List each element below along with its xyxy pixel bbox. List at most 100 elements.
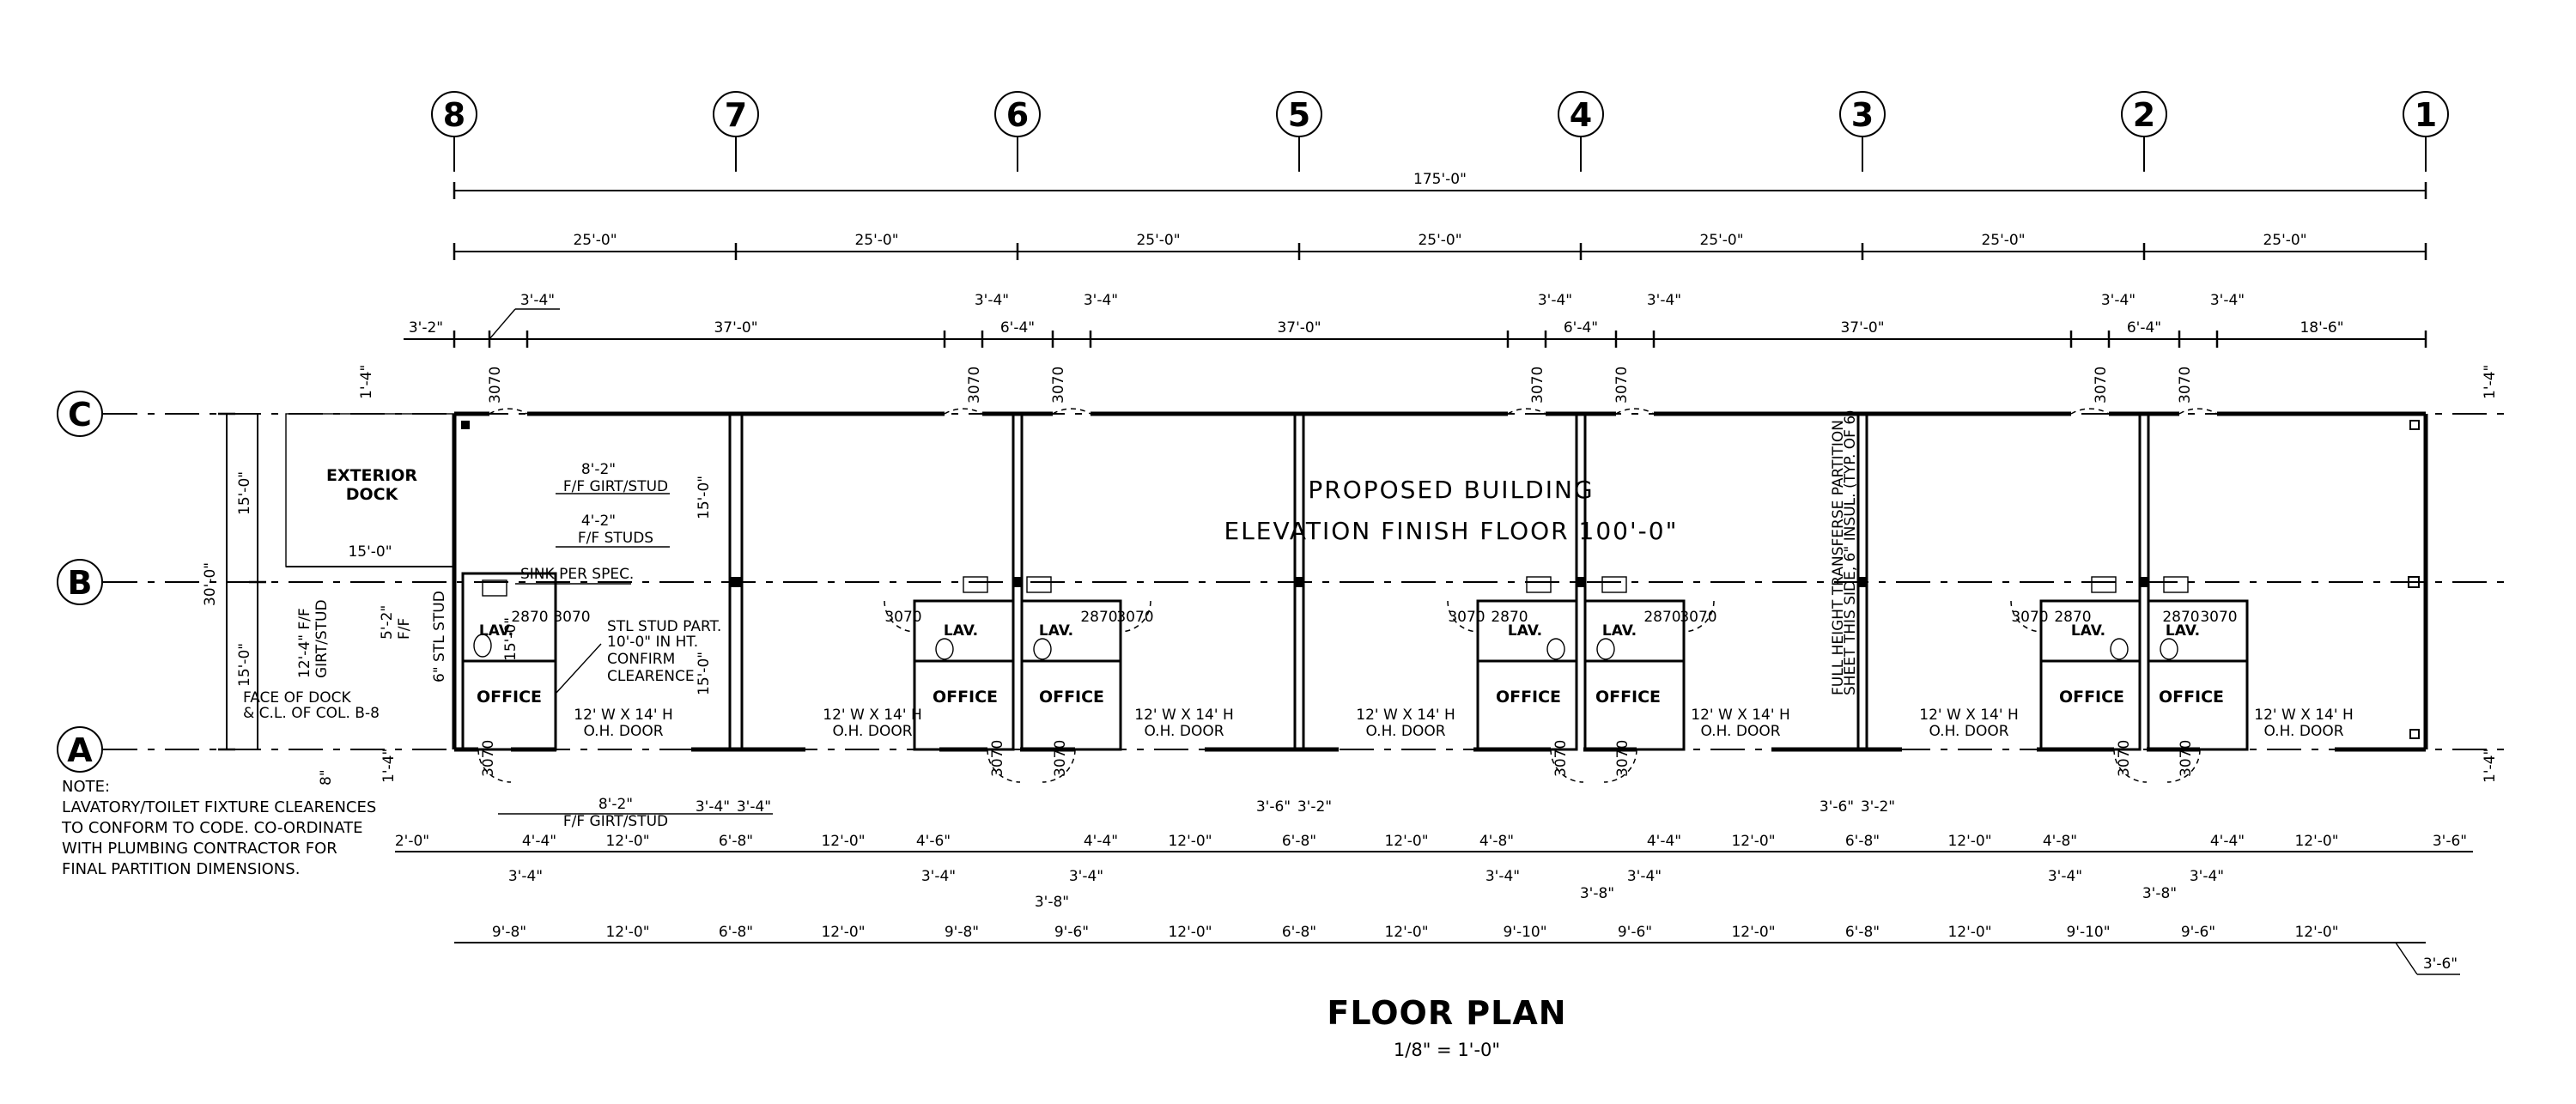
grid-label-A: A	[67, 731, 93, 769]
grid-label-2: 2	[2133, 96, 2155, 134]
dim-12-0-b2: 12'-0"	[821, 924, 865, 941]
partition-note: FULL HEIGHT TRANSFERSE PARTITION SHEET T…	[1830, 409, 1859, 695]
dim-12-0-7: 12'-0"	[2294, 833, 2338, 850]
dim-12-0-b3: 12'-0"	[1168, 924, 1212, 941]
dim-30-0: 30'-0"	[202, 562, 219, 606]
grid-label-5: 5	[1288, 96, 1310, 134]
bottom-dimension-row-3: 9'-8" 12'-0" 6'-8" 12'-0" 9'-8" 9'-6" 12…	[454, 924, 2460, 975]
dim-12-0-b4: 12'-0"	[1384, 924, 1428, 941]
grid-bubble-5: 5	[1276, 91, 1322, 172]
dim-8-in: 8"	[318, 769, 335, 786]
lav-label-2a: LAV.	[2071, 622, 2105, 640]
door-label-3070-n3: 3070	[1050, 367, 1067, 403]
dim-12-0-5: 12'-0"	[1731, 833, 1775, 850]
dim-4-4-1: 4'-4"	[522, 833, 556, 850]
door-3070-4b: 3070	[1680, 609, 1716, 626]
ohd-4-type: O.H. DOOR	[1365, 723, 1445, 740]
dim-3-4-b2: 3'-4"	[737, 798, 771, 816]
top-dimensions: 175'-0" 25'-0" 25'-0" 25'-0" 25'-0" 25'-…	[404, 171, 2427, 348]
door-3070-2s2: 3070	[2178, 740, 2195, 777]
grid-bubble-2: 2	[2121, 91, 2167, 172]
face-of-dock-1: FACE OF DOCK	[243, 689, 351, 707]
dim-bay-6: 25'-0"	[1981, 232, 2025, 249]
door-3070-6b: 3070	[1116, 609, 1153, 626]
door-2870-2b: 2870	[2162, 609, 2199, 626]
dim-6-4-c: 6'-4"	[2127, 319, 2161, 337]
bottom-dimension-row-1: 8'-2" F/F GIRT/STUD 3'-4" 3'-4"	[498, 796, 773, 830]
stud-part-1: STL STUD PART.	[607, 618, 721, 635]
office-suite-8: LAV. 2870 3070 OFFICE 3070	[461, 572, 591, 783]
grid-bubble-C: C	[57, 391, 103, 437]
ff-studs-label: F/F STUDS	[578, 530, 653, 547]
ohd-4-size: 12' W X 14' H	[1356, 707, 1455, 724]
door-label-3070-n5: 3070	[1613, 367, 1631, 403]
ff-girt-stud-top: F/F GIRT/STUD	[563, 478, 668, 495]
grid-column-bubbles: 8 7 6 5 4 3 2	[431, 91, 2449, 172]
stl-stud-label: 6" STL STUD	[431, 591, 448, 682]
door-3070-4s1: 3070	[1552, 740, 1570, 777]
grid-label-B: B	[68, 564, 93, 602]
office-suite-6: 3070 LAV. LAV. 2870 3070 OFFICE OFFICE 3…	[884, 576, 1154, 783]
dim-bay-3: 25'-0"	[1136, 232, 1180, 249]
lav-label-2b: LAV.	[2166, 622, 2200, 640]
dim-9-6-3: 9'-6"	[2181, 924, 2215, 941]
dim-3-4-r4: 3'-4"	[1485, 868, 1520, 885]
dim-6-8-b3: 6'-8"	[1845, 924, 1880, 941]
dim-12-0-6: 12'-0"	[1947, 833, 1991, 850]
dim-37-0-c: 37'-0"	[1840, 319, 1884, 337]
general-note: NOTE: LAVATORY/TOILET FIXTURE CLEARENCES…	[61, 778, 376, 878]
dim-8-2-top: 8'-2"	[581, 461, 616, 478]
dim-1-4-left-top: 1'-4"	[358, 365, 375, 399]
ohd-5-type: O.H. DOOR	[1700, 723, 1780, 740]
ohd-2-type: O.H. DOOR	[832, 723, 912, 740]
door-2870-2a: 2870	[2054, 609, 2091, 626]
note-line-5: FINAL PARTITION DIMENSIONS.	[62, 860, 300, 878]
stud-part-2: 10'-0" IN HT.	[607, 634, 698, 651]
dim-bay-5: 25'-0"	[1699, 232, 1743, 249]
dim-overall: 175'-0"	[1413, 171, 1467, 188]
dim-3-2-3b: 3'-2"	[1861, 798, 1895, 816]
door-3070-2s1: 3070	[2116, 740, 2133, 777]
dim-6-4-a: 6'-4"	[1000, 319, 1035, 337]
lav-label-4a: LAV.	[1508, 622, 1542, 640]
dim-12-4: 12'-4" F/F	[296, 608, 313, 678]
dim-3-4-b1: 3'-4"	[696, 798, 730, 816]
note-line-1: NOTE:	[62, 778, 110, 796]
dim-3-8-r3: 3'-8"	[2142, 885, 2177, 902]
office-label-6b: OFFICE	[1039, 688, 1104, 707]
dim-12-0-4: 12'-0"	[1384, 833, 1428, 850]
ohd-6-type: O.H. DOOR	[1929, 723, 2008, 740]
bottom-dimension-row-2: 2'-0" 4'-4" 12'-0" 6'-8" 12'-0" 4'-6" 4'…	[395, 798, 2473, 911]
office-suite-2: 3070 2870 LAV. LAV. 2870 3070 OFFICE OFF…	[2010, 576, 2249, 783]
dim-1-4-left-bottom: 1'-4"	[380, 749, 398, 783]
ohd-3-size: 12' W X 14' H	[1134, 707, 1233, 724]
door-3070-6s1: 3070	[989, 740, 1006, 777]
dim-15-0-b7: 15'-0"	[696, 652, 713, 695]
dim-2-0: 2'-0"	[395, 833, 429, 850]
grid-bubble-6: 6	[994, 91, 1041, 172]
door-label-3070-n6: 3070	[2093, 367, 2110, 403]
north-door-swings: 3070 3070 3070 3070 3070 3070 3070	[487, 367, 2218, 415]
dim-3-4-r3: 3'-4"	[1069, 868, 1103, 885]
dim-bay-1: 25'-0"	[573, 232, 617, 249]
overhead-door-labels: 12' W X 14' H O.H. DOOR 12' W X 14' H O.…	[574, 707, 2353, 740]
dim-3-4-r2: 3'-4"	[921, 868, 956, 885]
ohd-7-size: 12' W X 14' H	[2254, 707, 2353, 724]
ohd-5-size: 12' W X 14' H	[1691, 707, 1789, 724]
dim-3-4-b: 3'-4"	[975, 292, 1009, 309]
dim-3-4-g: 3'-4"	[2210, 292, 2245, 309]
dim-bay-7: 25'-0"	[2263, 232, 2306, 249]
dim-3-4-r5: 3'-4"	[1627, 868, 1662, 885]
office-label-4b: OFFICE	[1595, 688, 1661, 707]
lav-label-8: LAV.	[479, 622, 513, 640]
dim-6-8-1: 6'-8"	[719, 833, 753, 850]
grid-label-7: 7	[725, 96, 747, 134]
dim-3-6-bottom: 3'-6"	[2423, 955, 2458, 973]
dim-15-0-a: 15'-0"	[236, 643, 253, 687]
office-label-2b: OFFICE	[2159, 688, 2224, 707]
office-label-8: OFFICE	[477, 688, 542, 707]
lav-label-4b: LAV.	[1602, 622, 1637, 640]
dim-3-4-r1: 3'-4"	[508, 868, 543, 885]
grid-bubble-4: 4	[1558, 91, 1604, 172]
